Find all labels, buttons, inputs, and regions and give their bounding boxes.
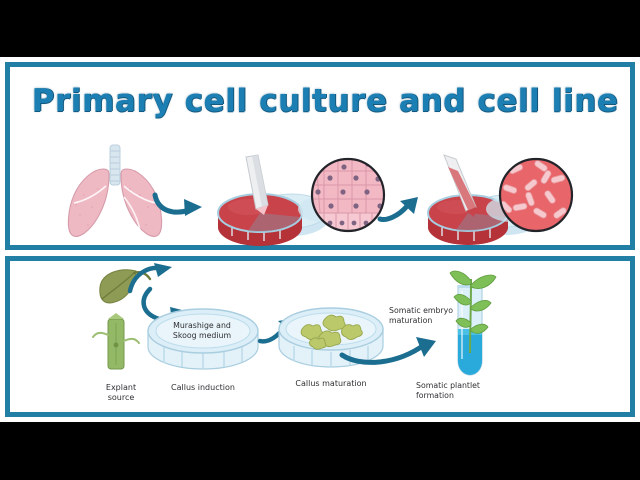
somatic-embryo-label: Somatic embryo maturation [389, 306, 454, 325]
letterbox-top [0, 0, 640, 57]
callus-induction-dish [142, 303, 264, 375]
primary-culture-dish [206, 153, 329, 249]
magnifier-circle-cell-line [486, 151, 578, 243]
magnifier-circle-tissue [298, 151, 390, 243]
somatic-plantlet-test-tube [440, 267, 504, 383]
curved-arrow-icon-2 [377, 195, 430, 227]
explant-source-label: Explant source [105, 383, 137, 402]
medium-label: Murashige and Skoog medium [172, 321, 232, 340]
letterbox-bottom [0, 422, 640, 480]
slide-content: Primary cell culture and cell line [0, 57, 640, 422]
page-title: Primary cell culture and cell line [31, 83, 619, 119]
panel-primary-cell-culture: Primary cell culture and cell line [5, 62, 635, 250]
somatic-plantlet-label: Somatic plantlet formation [416, 381, 480, 400]
callus-induction-label: Callus induction [171, 383, 235, 392]
curved-arrow-icon-embryo [339, 333, 450, 369]
callus-maturation-dish [274, 301, 388, 375]
curved-arrow-icon-1 [152, 189, 212, 223]
callus-maturation-label: Callus maturation [295, 379, 367, 388]
panel-plant-tissue-culture: Murashige and Skoog medium Callus induct… [5, 256, 635, 417]
explant-source-illustration [92, 267, 176, 377]
curved-arrow-icon-explant-top [127, 263, 174, 297]
lungs-illustration [62, 144, 168, 245]
